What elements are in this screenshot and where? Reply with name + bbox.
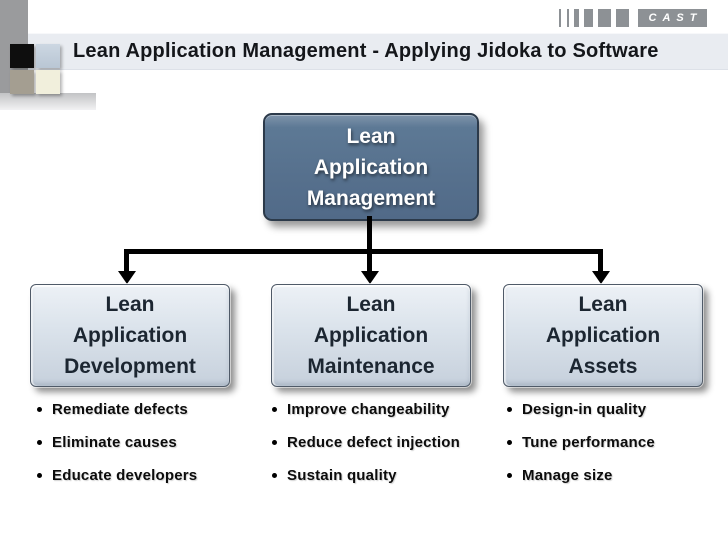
connector-vertical-left [124, 249, 129, 273]
slide-title: Lean Application Management - Applying J… [73, 40, 659, 62]
bullet-icon [507, 440, 512, 445]
decor-shadow [0, 93, 96, 110]
bullet-icon [37, 473, 42, 478]
decor-square-steel [36, 44, 60, 68]
bullet-icon [507, 473, 512, 478]
connector-horizontal [124, 249, 603, 254]
bullet-list-development: Remediate defects Eliminate causes Educa… [37, 399, 197, 498]
cast-logo-bar-icon [584, 9, 593, 27]
list-item: Design-in quality [507, 399, 655, 420]
list-item: Tune performance [507, 432, 655, 453]
cast-logo-bar-icon [598, 9, 611, 27]
cast-logo-bar-icon [559, 9, 561, 27]
list-item: Eliminate causes [37, 432, 197, 453]
decor-square-black [10, 44, 34, 68]
bullet-text: Tune performance [522, 434, 655, 451]
bullet-list-assets: Design-in quality Tune performance Manag… [507, 399, 655, 498]
title-band [0, 33, 728, 70]
bullet-text: Educate developers [52, 467, 198, 484]
cast-logo-bar-icon [574, 9, 579, 27]
arrow-down-icon [361, 271, 379, 284]
arrow-down-icon [118, 271, 136, 284]
node-lean-application-assets: Lean Application Assets [503, 284, 703, 387]
bullet-icon [507, 407, 512, 412]
cast-logo-bar-icon [616, 9, 629, 27]
list-item: Manage size [507, 465, 655, 486]
bullet-icon [37, 440, 42, 445]
bullet-icon [37, 407, 42, 412]
arrow-down-icon [592, 271, 610, 284]
node-lean-application-maintenance: Lean Application Maintenance [271, 284, 471, 387]
decor-square-cream [36, 70, 60, 94]
node-lean-application-management: Lean Application Management [263, 113, 479, 221]
bullet-text: Design-in quality [522, 401, 647, 418]
bullet-text: Remediate defects [52, 401, 188, 418]
list-item: Remediate defects [37, 399, 197, 420]
cast-logo-wordmark: CAST [638, 9, 707, 27]
bullet-icon [272, 473, 277, 478]
node-lean-application-development: Lean Application Development [30, 284, 230, 387]
bullet-text: Sustain quality [287, 467, 397, 484]
connector-vertical-right [598, 249, 603, 273]
bullet-text: Eliminate causes [52, 434, 177, 451]
bullet-list-maintenance: Improve changeability Reduce defect inje… [272, 399, 460, 498]
list-item: Reduce defect injection [272, 432, 460, 453]
bullet-text: Improve changeability [287, 401, 450, 418]
connector-vertical-root [367, 216, 372, 273]
cast-logo-bar-icon [567, 9, 569, 27]
bullet-text: Manage size [522, 467, 613, 484]
bullet-icon [272, 440, 277, 445]
list-item: Educate developers [37, 465, 197, 486]
list-item: Improve changeability [272, 399, 460, 420]
bullet-icon [272, 407, 277, 412]
decor-square-taupe [10, 70, 34, 94]
list-item: Sustain quality [272, 465, 460, 486]
bullet-text: Reduce defect injection [287, 434, 460, 451]
